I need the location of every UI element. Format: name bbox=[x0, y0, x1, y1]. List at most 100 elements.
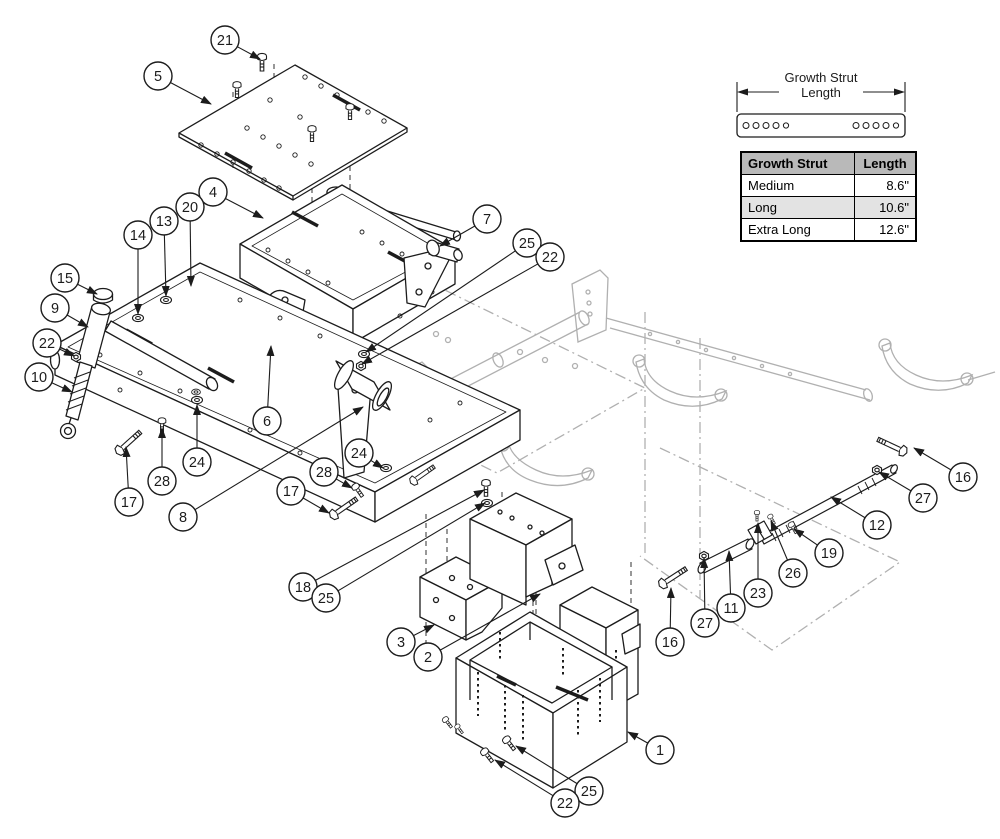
callout-number-5: 5 bbox=[154, 69, 162, 85]
table-row: Extra Long 12.6" bbox=[740, 218, 917, 242]
callout-number-4: 4 bbox=[209, 185, 217, 201]
callout-balloon-20 bbox=[175, 192, 205, 222]
table-header-row: Growth Strut Length bbox=[740, 151, 917, 175]
callout-number-15: 15 bbox=[57, 271, 73, 287]
callout-leader-25 bbox=[337, 502, 486, 592]
callout-leader-5 bbox=[170, 82, 212, 105]
callout-balloon-25 bbox=[574, 776, 604, 806]
callout-balloon-27 bbox=[908, 483, 938, 513]
table-row: Medium 8.6" bbox=[740, 174, 917, 197]
callout-leader-27 bbox=[700, 557, 709, 610]
caster-tube-parts bbox=[59, 287, 393, 440]
callout-leader-6 bbox=[266, 345, 275, 408]
strut-name-cell: Medium bbox=[740, 174, 855, 197]
callout-number-27: 27 bbox=[915, 491, 931, 507]
callout-number-8: 8 bbox=[179, 510, 187, 526]
callout-leader-4 bbox=[225, 197, 264, 219]
callout-number-3: 3 bbox=[397, 635, 405, 651]
callout-balloon-11 bbox=[716, 593, 746, 623]
callout-balloon-22 bbox=[550, 788, 580, 818]
callout-balloon-9 bbox=[40, 293, 70, 323]
callout-leader-22 bbox=[361, 263, 539, 365]
table-row: Long 10.6" bbox=[740, 196, 917, 219]
growth-strut-dimension-drawing: Growth Strut Length bbox=[736, 70, 906, 138]
strut-length-cell: 12.6" bbox=[854, 218, 917, 242]
callout-balloon-16 bbox=[948, 462, 978, 492]
callout-number-25: 25 bbox=[581, 784, 597, 800]
callout-leader-2 bbox=[439, 593, 541, 651]
callout-leader-26 bbox=[770, 520, 789, 561]
strut-length-cell: 8.6" bbox=[854, 174, 917, 197]
callout-leader-22 bbox=[59, 348, 75, 357]
callout-balloon-16 bbox=[655, 627, 685, 657]
callout-balloon-12 bbox=[862, 510, 892, 540]
callout-leader-20 bbox=[186, 220, 195, 287]
callout-number-28: 28 bbox=[316, 465, 332, 481]
callout-number-22: 22 bbox=[542, 250, 558, 266]
callout-number-16: 16 bbox=[955, 470, 971, 486]
callout-number-6: 6 bbox=[263, 414, 271, 430]
callout-leader-16 bbox=[666, 587, 675, 629]
callout-leader-11 bbox=[725, 550, 734, 595]
callout-number-20: 20 bbox=[182, 200, 198, 216]
callout-leader-25 bbox=[515, 745, 578, 785]
callout-leader-17 bbox=[122, 446, 131, 489]
callout-balloon-22 bbox=[32, 328, 62, 358]
callouts-layer: 2154201314725221592210624281781728241627… bbox=[24, 25, 978, 818]
callout-leader-7 bbox=[439, 225, 476, 247]
callout-leader-22 bbox=[494, 759, 554, 797]
callout-leader-10 bbox=[51, 382, 73, 393]
callout-leader-8 bbox=[194, 406, 364, 511]
callout-leader-17 bbox=[302, 497, 330, 514]
callout-balloon-19 bbox=[814, 538, 844, 568]
callout-leader-19 bbox=[793, 528, 818, 546]
callout-number-19: 19 bbox=[821, 546, 837, 562]
callout-balloon-4 bbox=[198, 177, 228, 207]
callout-leader-1 bbox=[627, 731, 649, 744]
callout-number-23: 23 bbox=[750, 586, 766, 602]
callout-balloon-28 bbox=[147, 466, 177, 496]
callout-balloon-6 bbox=[252, 406, 282, 436]
callout-leader-15 bbox=[77, 283, 98, 295]
callout-number-22: 22 bbox=[557, 796, 573, 812]
table-header-growth-strut: Growth Strut bbox=[740, 151, 855, 175]
callout-number-12: 12 bbox=[869, 518, 885, 534]
callout-number-10: 10 bbox=[31, 370, 47, 386]
callout-leader-9 bbox=[66, 314, 89, 328]
callout-number-1: 1 bbox=[656, 743, 664, 759]
callout-number-25: 25 bbox=[318, 591, 334, 607]
callout-balloon-5 bbox=[143, 61, 173, 91]
callout-balloon-27 bbox=[690, 608, 720, 638]
callout-number-9: 9 bbox=[51, 301, 59, 317]
callout-balloon-24 bbox=[344, 438, 374, 468]
callout-balloon-2 bbox=[413, 642, 443, 672]
callout-leader-13 bbox=[161, 234, 170, 297]
callout-number-25: 25 bbox=[519, 236, 535, 252]
callout-balloon-8 bbox=[168, 502, 198, 532]
strut-name-cell: Extra Long bbox=[740, 218, 855, 242]
callout-balloon-1 bbox=[645, 735, 675, 765]
table-header-length: Length bbox=[854, 151, 917, 175]
callout-leader-24 bbox=[370, 459, 384, 469]
strut-length-cell: 10.6" bbox=[854, 196, 917, 219]
top-plate-part bbox=[178, 64, 408, 201]
callout-balloon-17 bbox=[114, 487, 144, 517]
callout-number-17: 17 bbox=[121, 495, 137, 511]
growth-strut-bar bbox=[736, 113, 906, 138]
callout-number-26: 26 bbox=[785, 566, 801, 582]
callout-leader-28 bbox=[335, 478, 353, 489]
dimension-arrow-left bbox=[737, 88, 748, 96]
callout-balloon-22 bbox=[535, 242, 565, 272]
callout-balloon-10 bbox=[24, 362, 54, 392]
callout-number-28: 28 bbox=[154, 474, 170, 490]
callout-balloon-26 bbox=[778, 558, 808, 588]
callout-number-13: 13 bbox=[156, 214, 172, 230]
callout-balloon-17 bbox=[276, 476, 306, 506]
callout-balloon-15 bbox=[50, 263, 80, 293]
callout-number-22: 22 bbox=[39, 336, 55, 352]
callout-number-16: 16 bbox=[662, 635, 678, 651]
callout-number-14: 14 bbox=[130, 228, 146, 244]
callout-number-11: 11 bbox=[723, 601, 738, 617]
